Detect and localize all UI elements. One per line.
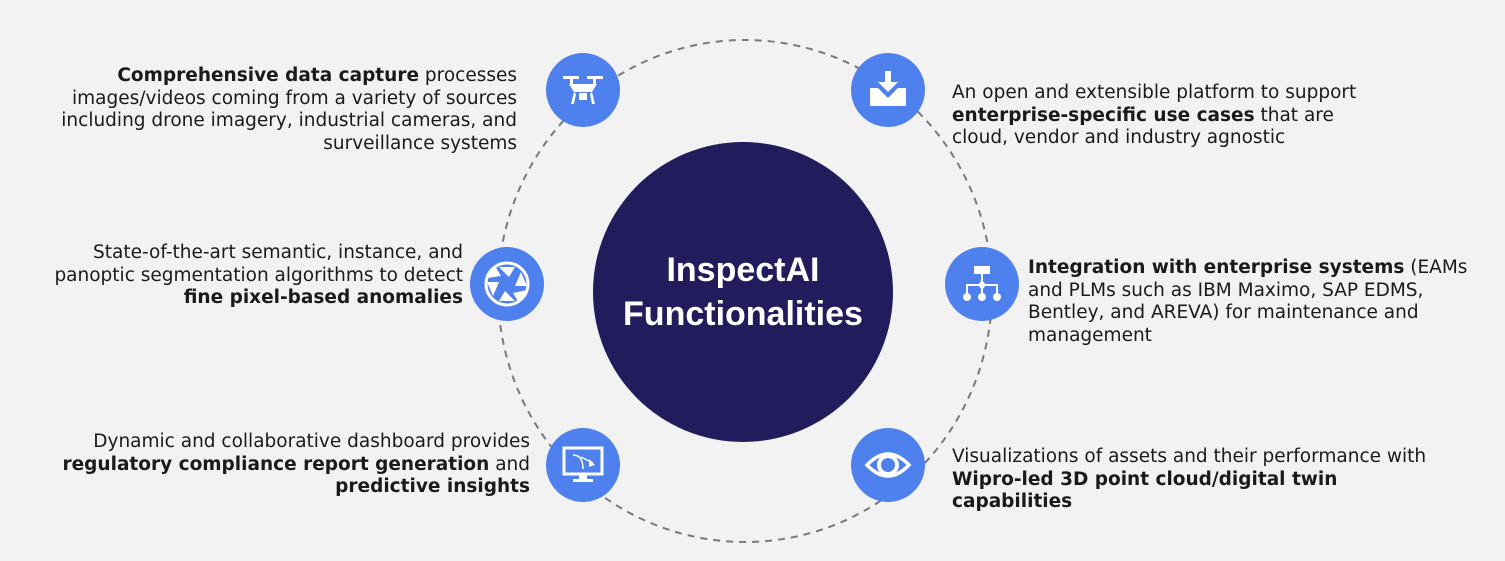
item-bold: Integration with enterprise systems [1028,257,1405,278]
item-text: processes images/videos coming from a va… [61,65,517,154]
item-platform: An open and extensible platform to suppo… [952,82,1392,150]
item-text: State-of-the-art semantic, instance, and… [54,242,463,286]
item-integration: Integration with enterprise systems (EAM… [1028,257,1478,347]
item-text: that are cloud, vendor and industry agno… [952,104,1334,149]
item-bold: enterprise-specific use cases [952,104,1255,126]
center-title-line1: InspectAI [666,251,820,289]
item-text: An open and extensible platform to suppo… [952,82,1357,103]
item-bold: regulatory compliance report generation [62,453,490,475]
center-circle: InspectAI Functionalities [593,142,893,442]
center-title-line2: Functionalities [623,295,863,333]
drone-icon [546,53,620,127]
item-visualization: Visualizations of assets and their perfo… [952,446,1462,514]
item-segmentation: State-of-the-art semantic, instance, and… [20,242,463,310]
item-bold: Comprehensive data capture [117,65,419,86]
item-data-capture: Comprehensive data capture processes ima… [20,65,517,155]
hierarchy-icon [945,247,1019,321]
item-bold: fine pixel-based anomalies [183,287,463,308]
aperture-icon [470,247,544,321]
item-text: (EAMs and PLMs such as IBM Maximo, SAP E… [1028,257,1468,346]
item-dashboard: Dynamic and collaborative dashboard prov… [20,431,530,499]
item-text: Dynamic and collaborative dashboard prov… [93,431,530,452]
item-text: Visualizations of assets and their perfo… [952,446,1427,467]
monitor-chart-icon [546,428,620,502]
eye-icon [851,428,925,502]
item-text: and [489,453,530,475]
download-tray-icon [851,53,925,127]
item-bold: predictive insights [335,476,530,497]
item-bold: Wipro-led 3D point cloud/digital twin ca… [952,468,1338,513]
